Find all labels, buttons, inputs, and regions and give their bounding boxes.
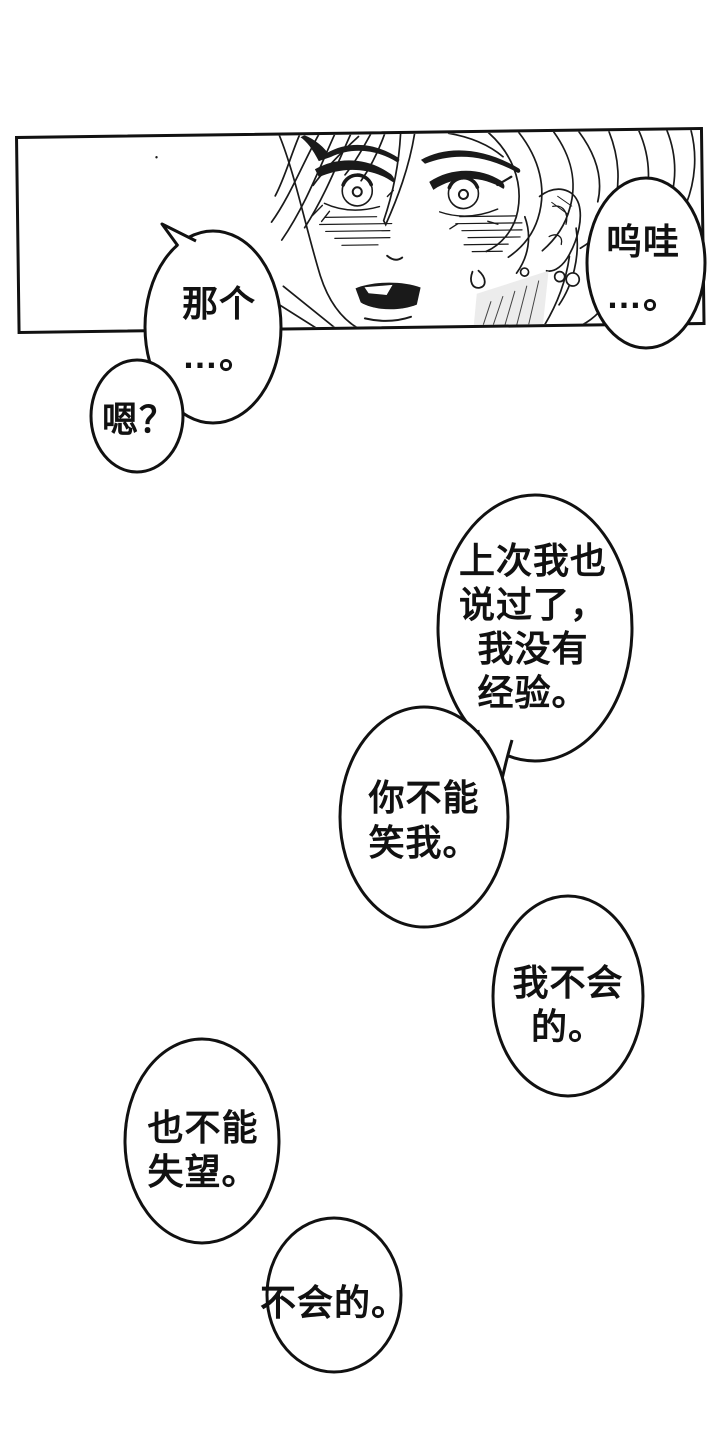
bubble-line: 笑我。 xyxy=(368,822,480,863)
bubble-line: 我没有 xyxy=(477,628,589,669)
bubble-line: 说过了， xyxy=(458,584,608,625)
neck-shading xyxy=(473,270,549,331)
nose xyxy=(386,254,404,261)
ear xyxy=(538,188,582,272)
speech-bubble-en xyxy=(89,358,185,474)
speech-bubble-nage xyxy=(143,222,283,425)
bubble-text-buhuide: 不会的。 xyxy=(260,1274,408,1326)
bubble-text-wow: 呜哇 …。 xyxy=(606,215,680,323)
bubble-text-wobuhui: 我不会 的。 xyxy=(512,961,623,1049)
earrings xyxy=(519,267,581,287)
blush-hatching xyxy=(319,215,523,253)
bubble-line: 不会的。 xyxy=(259,1282,409,1323)
bubble-line: 上次我也 xyxy=(458,540,608,581)
bubble-line: …。 xyxy=(181,335,257,376)
speech-bubble-yebuneng xyxy=(123,1037,281,1245)
bubble-text-en: 嗯？ xyxy=(102,391,176,443)
right-eye xyxy=(429,170,513,230)
sweat-drop xyxy=(470,269,486,289)
panel-speck xyxy=(155,156,158,159)
bubble-line: 呜哇 xyxy=(605,221,681,262)
bubble-line: 我不会 xyxy=(512,962,624,1003)
bubble-text-yebuneng: 也不能 失望。 xyxy=(147,1106,258,1194)
left-eye xyxy=(311,160,395,223)
bubble-line: 你不能 xyxy=(368,777,480,818)
bubble-line: 经验。 xyxy=(477,672,589,713)
mouth xyxy=(355,282,421,322)
bubble-text-buneng: 你不能 笑我。 xyxy=(368,775,479,865)
bubble-line: 那个 xyxy=(181,283,257,324)
bubble-text-nage: 那个 …。 xyxy=(182,278,256,382)
speech-bubble-buhuide xyxy=(265,1216,403,1374)
speech-bubble-wobuhui xyxy=(491,894,645,1098)
bubble-text-shangci: 上次我也 说过了， 我没有 经验。 xyxy=(459,539,607,715)
bubble-line: …。 xyxy=(605,275,681,316)
bubble-line: 失望。 xyxy=(147,1151,259,1192)
bubble-line: 嗯？ xyxy=(101,399,177,440)
bubble-line: 的。 xyxy=(530,1006,606,1047)
bubble-line: 也不能 xyxy=(147,1107,259,1148)
speech-bubble-buneng xyxy=(338,705,510,929)
speech-bubble-wow xyxy=(585,176,707,350)
eyebrows xyxy=(326,144,521,173)
